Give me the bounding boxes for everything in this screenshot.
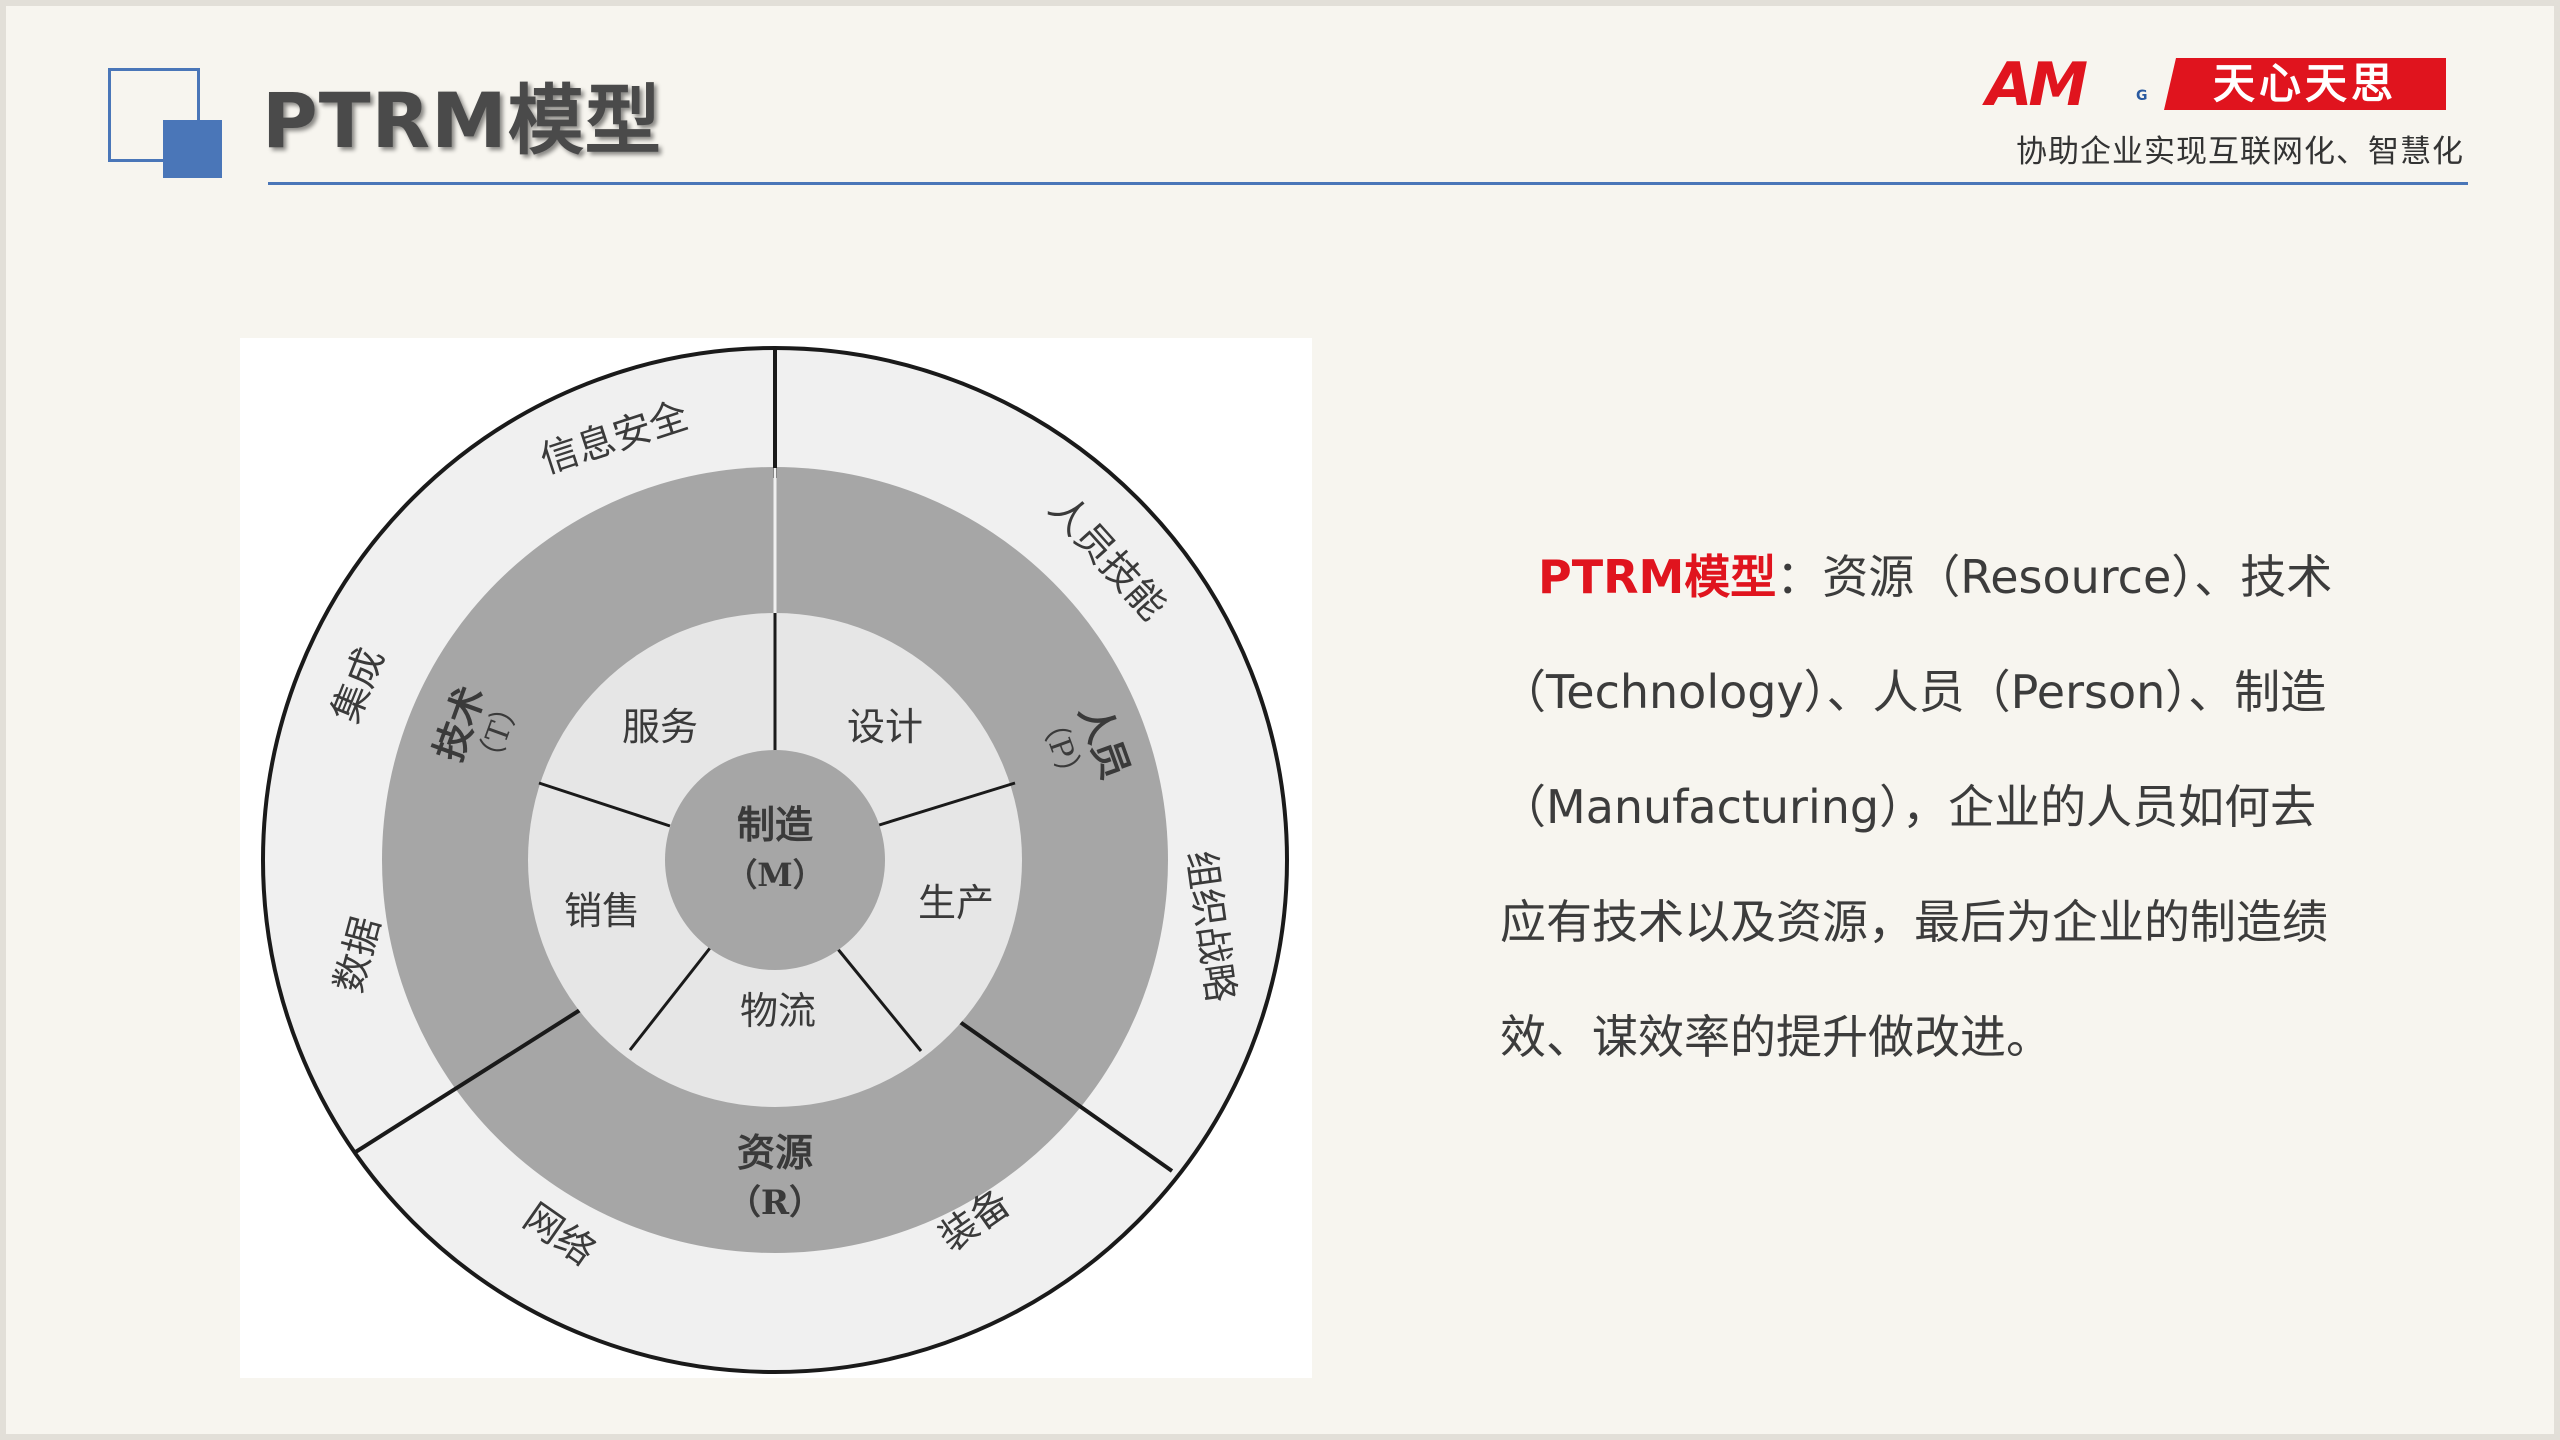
- description-keyword: PTRM模型: [1538, 550, 1777, 604]
- inner-divider-3: [835, 947, 923, 1052]
- middle-label-resource: 资源: [737, 1130, 813, 1175]
- inner-divider-2: [875, 781, 1016, 828]
- outer-divider-right: [958, 1020, 1174, 1173]
- inner-label-production: 生产: [918, 881, 994, 925]
- header-divider: [268, 182, 2468, 185]
- description-text: ：资源（Resource）、技术（Technology）、人员（Person）、…: [1500, 550, 2333, 1064]
- inner-label-logistics: 物流: [740, 989, 816, 1033]
- logo-mark-suffix: G: [2136, 88, 2148, 104]
- inner-label-design: 设计: [847, 705, 923, 749]
- outer-divider-left: [352, 1008, 582, 1155]
- center-circle: [665, 750, 885, 970]
- inner-divider-4: [628, 947, 712, 1051]
- logo-brand-name: 天心天思: [2164, 58, 2446, 110]
- logo-tagline: 协助企业实现互联网化、智慧化: [2016, 134, 2464, 170]
- center-label-manufacturing-code: （M）: [725, 856, 824, 894]
- inner-label-service: 服务: [622, 705, 698, 749]
- ptrm-diagram: 信息安全 人员技能 组织战略 装备 网络 数据 集成 技术 （T） 人员 （P）…: [240, 338, 1312, 1378]
- model-description: PTRM模型：资源（Resource）、技术（Technology）、人员（Pe…: [1500, 520, 2360, 1095]
- inner-divider-5: [538, 781, 671, 828]
- title-decoration-fill: [163, 120, 222, 178]
- ptrm-diagram-svg: 信息安全 人员技能 组织战略 装备 网络 数据 集成 技术 （T） 人员 （P）…: [261, 346, 1289, 1374]
- title-decoration-outline: [108, 68, 200, 162]
- center-label-manufacturing: 制造: [737, 802, 813, 847]
- page-title: PTRM模型: [262, 76, 662, 165]
- company-logo: AM G 天心天思 协助企业实现互联网化、智慧化: [1986, 50, 2464, 174]
- middle-label-resource-code: （R）: [727, 1183, 823, 1223]
- logo-mark: AM: [1986, 50, 2088, 120]
- inner-label-sales: 销售: [564, 889, 640, 933]
